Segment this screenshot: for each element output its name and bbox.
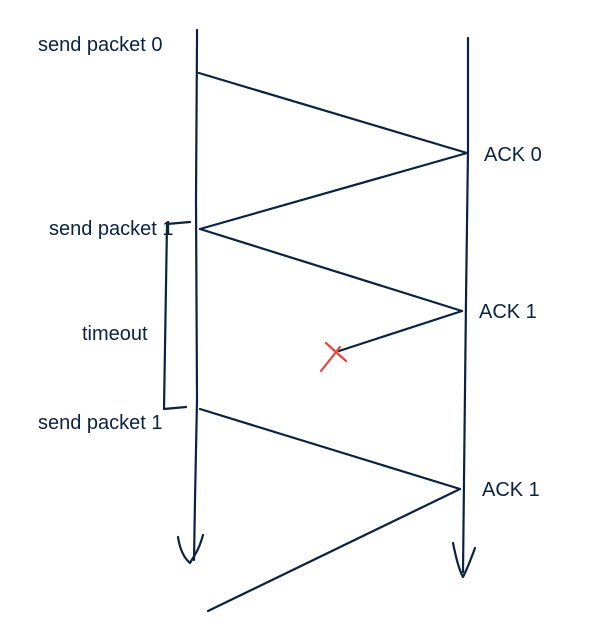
sender-timeline: [192, 28, 199, 562]
sender-timeline-arrowhead: [176, 533, 205, 565]
send-packet-1-label: send packet 1: [49, 218, 174, 240]
ack-1-second-label: ACK 1: [482, 479, 540, 501]
send-packet-1-retransmit-label: send packet 1: [38, 412, 163, 434]
packet-0-message: [197, 71, 469, 155]
ack-1-second-message: [206, 487, 462, 613]
timeout-label: timeout: [82, 323, 148, 345]
packet-1-message: [198, 227, 464, 313]
receiver-timeline-arrowhead: [451, 541, 477, 579]
receiver-timeline: [461, 36, 470, 574]
ack-0-message: [198, 151, 469, 231]
send-packet-0-label: send packet 0: [38, 34, 163, 56]
ack-1-label: ACK 1: [479, 301, 537, 323]
ack-0-label: ACK 0: [484, 144, 542, 166]
ack-1-lost-message: [337, 309, 464, 353]
packet-1-retransmit-message: [198, 407, 462, 491]
timeout-bracket: [162, 220, 192, 411]
x-mark-icon: [319, 341, 348, 373]
